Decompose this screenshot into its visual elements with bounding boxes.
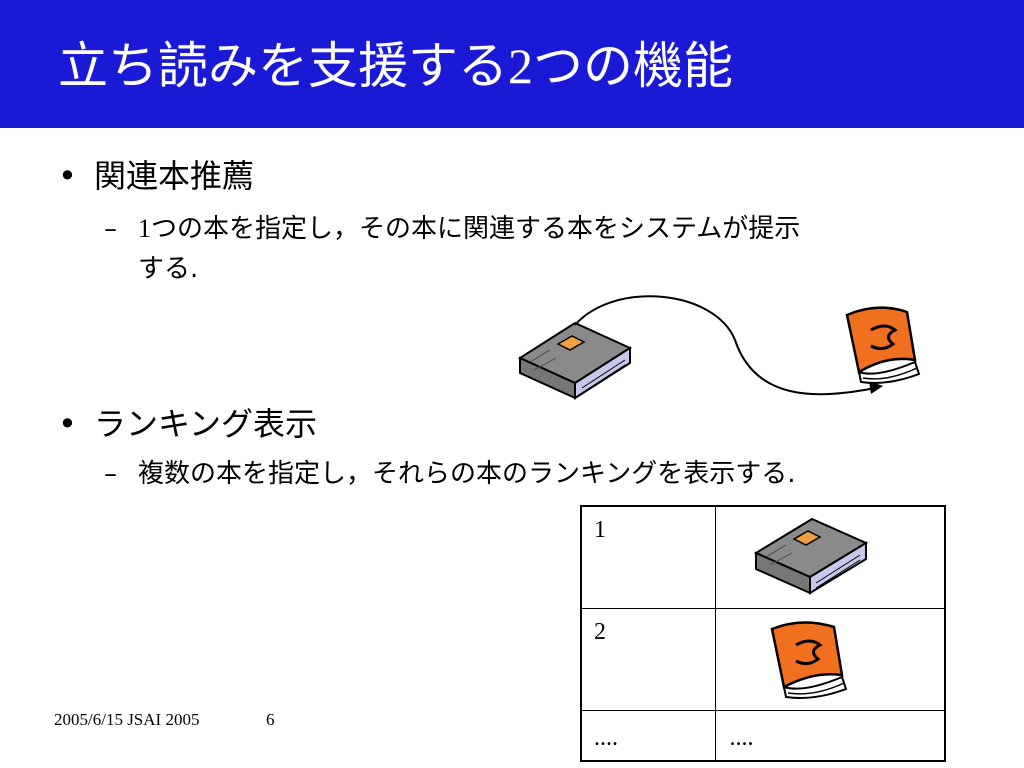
ranking-table: 1 2: [580, 505, 946, 762]
bullet-label: ランキング表示: [94, 405, 318, 443]
gray-book-icon: [517, 321, 633, 400]
orange-book-icon: [845, 306, 921, 384]
slide-title: 立ち読みを支援する2つの機能: [58, 26, 733, 106]
bullet-mark: •: [58, 405, 77, 443]
item-cell: [714, 505, 946, 609]
gray-book-icon: [753, 517, 868, 595]
rank-cell: 2: [580, 608, 716, 711]
sub-bullet-number: 1: [138, 214, 151, 243]
table-row: .... ....: [580, 710, 946, 761]
table-row: 2: [580, 608, 946, 711]
title-text-pre: 立ち読みを支援する: [58, 37, 508, 95]
sub-bullet-text-line1: 1つの本を指定し，その本に関連する本をシステムが提示: [138, 211, 800, 247]
recommendation-illustration: [517, 295, 921, 400]
bullet-label: 関連本推薦: [94, 157, 255, 195]
dash-mark: –: [104, 459, 117, 489]
page-number: 6: [266, 710, 275, 729]
dash-mark: –: [104, 214, 117, 244]
sub-bullet-text-line2: する.: [138, 254, 199, 284]
sub-bullet-text: 複数の本を指定し，それらの本のランキングを表示する.: [138, 459, 796, 489]
rank-cell: ....: [580, 710, 716, 761]
curved-arrow-icon: [574, 295, 876, 396]
bullet-mark: •: [58, 157, 77, 195]
title-bar: 立ち読みを支援する2つの機能: [0, 0, 1024, 128]
rank-cell: 1: [580, 505, 716, 609]
item-cell: [714, 608, 946, 711]
table-row: 1: [580, 505, 946, 609]
title-number: 2: [508, 38, 533, 94]
footer-date-event: 2005/6/15 JSAI 2005: [54, 710, 200, 729]
orange-book-icon: [770, 621, 847, 699]
item-cell: ....: [714, 710, 946, 761]
title-text-post: つの機能: [533, 37, 733, 95]
sub-bullet-line1: つの本を指定し，その本に関連する本をシステムが提示: [151, 214, 801, 244]
